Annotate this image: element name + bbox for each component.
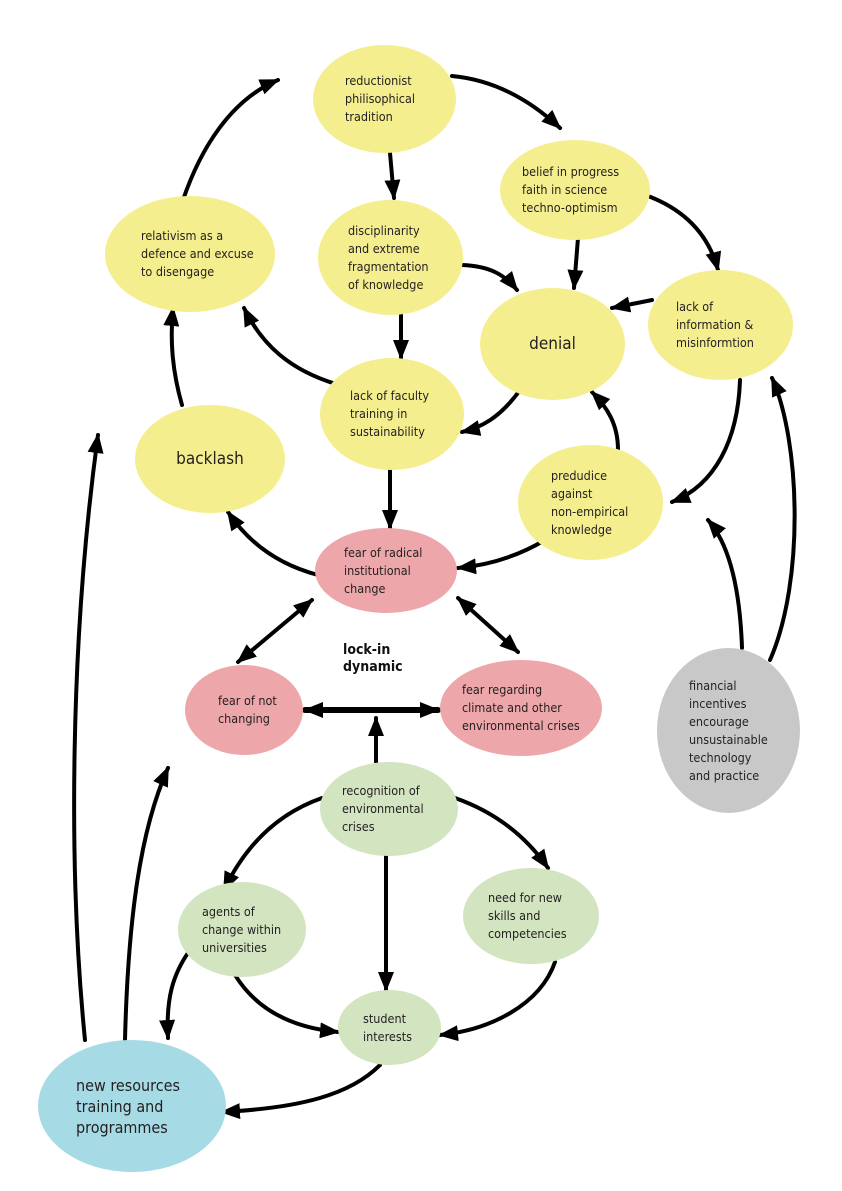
node-fear-radical-label: fear of radical institutional change (344, 544, 423, 596)
arrow-lackinfo-to-denial (610, 296, 654, 313)
node-new-resources: new resources training and programmes (38, 1040, 226, 1172)
arrow-belief-to-denial (567, 236, 584, 290)
arrow-financial-to-prejudice (706, 518, 744, 650)
lock-in-dynamic-label: lock-in dynamic (343, 642, 403, 675)
arrow-needskills-to-student (438, 960, 557, 1042)
node-fear-not-label: fear of not changing (218, 693, 277, 726)
node-prejudice: predudice against non-empirical knowledg… (518, 445, 663, 560)
node-backlash: backlash (135, 405, 285, 513)
arrow-disciplinarity-to-denial (460, 263, 519, 292)
arrow-agents-to-student (233, 973, 340, 1039)
arrow-backlash-to-relativism (163, 306, 184, 407)
arrow-financial-to-lackinfo (768, 376, 797, 662)
arrow-fearradical-fearnot (236, 598, 314, 664)
arrow-student-to-newresources (220, 1063, 382, 1120)
node-relativism: relativism as a defence and excuse to di… (105, 196, 275, 312)
arrow-newresources-to-green (123, 766, 170, 1042)
node-disciplinarity-label: disciplinarity and extreme fragmentation… (348, 222, 429, 292)
node-need-skills-label: need for new skills and competencies (488, 890, 567, 941)
node-reductionist: reductionist philisophical tradition (313, 45, 456, 153)
node-financial-label: financial incentives encourage unsustain… (689, 677, 768, 783)
node-relativism-label: relativism as a defence and excuse to di… (141, 228, 254, 279)
arrow-recognition-to-needskills (453, 796, 550, 870)
node-reductionist-label: reductionist philisophical tradition (345, 73, 415, 124)
node-fear-climate-label: fear regarding climate and other environ… (462, 682, 580, 733)
node-lack-training: lack of faculty training in sustainabili… (320, 358, 464, 470)
node-belief-label: belief in progress faith in science tech… (522, 164, 620, 215)
arrow-lackinfo-to-prejudice (670, 378, 742, 504)
arrow-denial-to-lacktraining (460, 388, 522, 436)
node-disciplinarity: disciplinarity and extreme fragmentation… (318, 200, 463, 315)
arrow-fearradical-to-backlash (226, 510, 320, 577)
node-lack-info: lack of information & misinformtion (648, 270, 793, 380)
node-lack-info-label: lack of information & misinformtion (676, 299, 754, 350)
node-backlash-label: backlash (176, 449, 244, 469)
arrow-reductionist-to-disciplinarity (384, 151, 401, 200)
node-student: student interests (338, 990, 441, 1065)
node-financial: financial incentives encourage unsustain… (657, 648, 800, 813)
arrow-agents-to-newresources (159, 948, 192, 1040)
node-denial-label: denial (529, 334, 576, 354)
node-agents: agents of change within universities (178, 882, 306, 977)
node-fear-radical: fear of radical institutional change (315, 528, 457, 613)
arrow-reductionist-to-belief (450, 74, 562, 130)
arrow-relativism-to-reductionist (181, 78, 280, 202)
node-fear-climate: fear regarding climate and other environ… (440, 660, 602, 756)
node-new-resources-label: new resources training and programmes (76, 1075, 181, 1137)
node-student-label: student interests (363, 1010, 412, 1044)
node-need-skills: need for new skills and competencies (463, 868, 599, 964)
arrow-lacktraining-to-relativism (242, 306, 338, 386)
arrow-fearradical-fearclimate (456, 596, 520, 654)
node-recognition: recognition of environmental crises (320, 762, 458, 856)
node-fear-not: fear of not changing (185, 665, 303, 755)
arrow-prejudice-to-fearradical (456, 538, 547, 575)
node-belief: belief in progress faith in science tech… (500, 140, 650, 240)
arrow-belief-to-lackinfo (646, 194, 722, 272)
node-agents-label: agents of change within universities (202, 903, 282, 955)
node-prejudice-label: predudice against non-empirical knowledg… (551, 467, 629, 537)
arrow-recognition-to-agents (222, 796, 324, 892)
arrow-prejudice-to-denial (590, 390, 620, 452)
arrow-newresources-to-backlash (72, 433, 104, 1042)
node-lack-training-label: lack of faculty training in sustainabili… (350, 388, 430, 439)
node-recognition-label: recognition of environmental crises (342, 783, 424, 834)
node-denial: denial (480, 288, 625, 400)
